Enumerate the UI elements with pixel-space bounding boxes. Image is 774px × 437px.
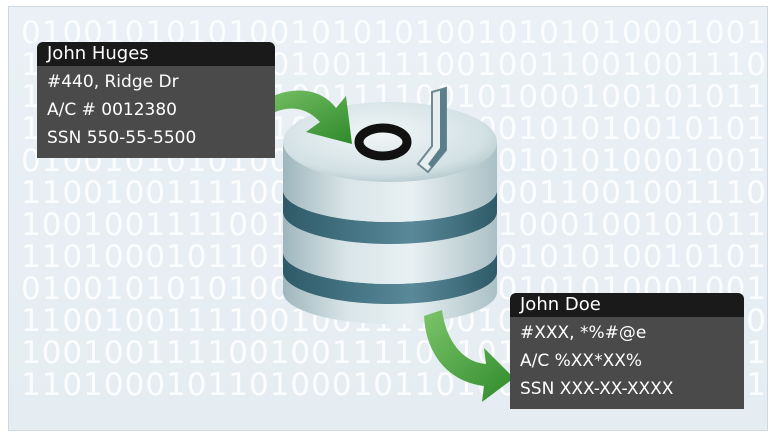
masked-record-account: A/C %XX*XX%	[520, 351, 643, 371]
source-record-name: John Huges	[37, 42, 275, 66]
masked-record-name: John Doe	[510, 293, 744, 317]
masked-record-body: #XXX, *%#@e A/C %XX*XX% SSN XXX-XX-XXXX	[510, 317, 744, 409]
source-record-address: #440, Ridge Dr	[47, 72, 179, 92]
source-record-account: A/C # 0012380	[47, 100, 177, 120]
curved-arrow-icon	[424, 310, 514, 402]
source-record-ssn: SSN 550-55-5500	[47, 128, 197, 148]
database-icon	[283, 86, 497, 324]
masked-record-card: John Doe #XXX, *%#@e A/C %XX*XX% SSN XXX…	[510, 293, 744, 409]
source-record-body: #440, Ridge Dr A/C # 0012380 SSN 550-55-…	[37, 66, 275, 158]
masked-record-ssn: SSN XXX-XX-XXXX	[520, 379, 674, 399]
source-record-card: John Huges #440, Ridge Dr A/C # 0012380 …	[37, 42, 275, 158]
masked-record-address: #XXX, *%#@e	[520, 323, 647, 343]
